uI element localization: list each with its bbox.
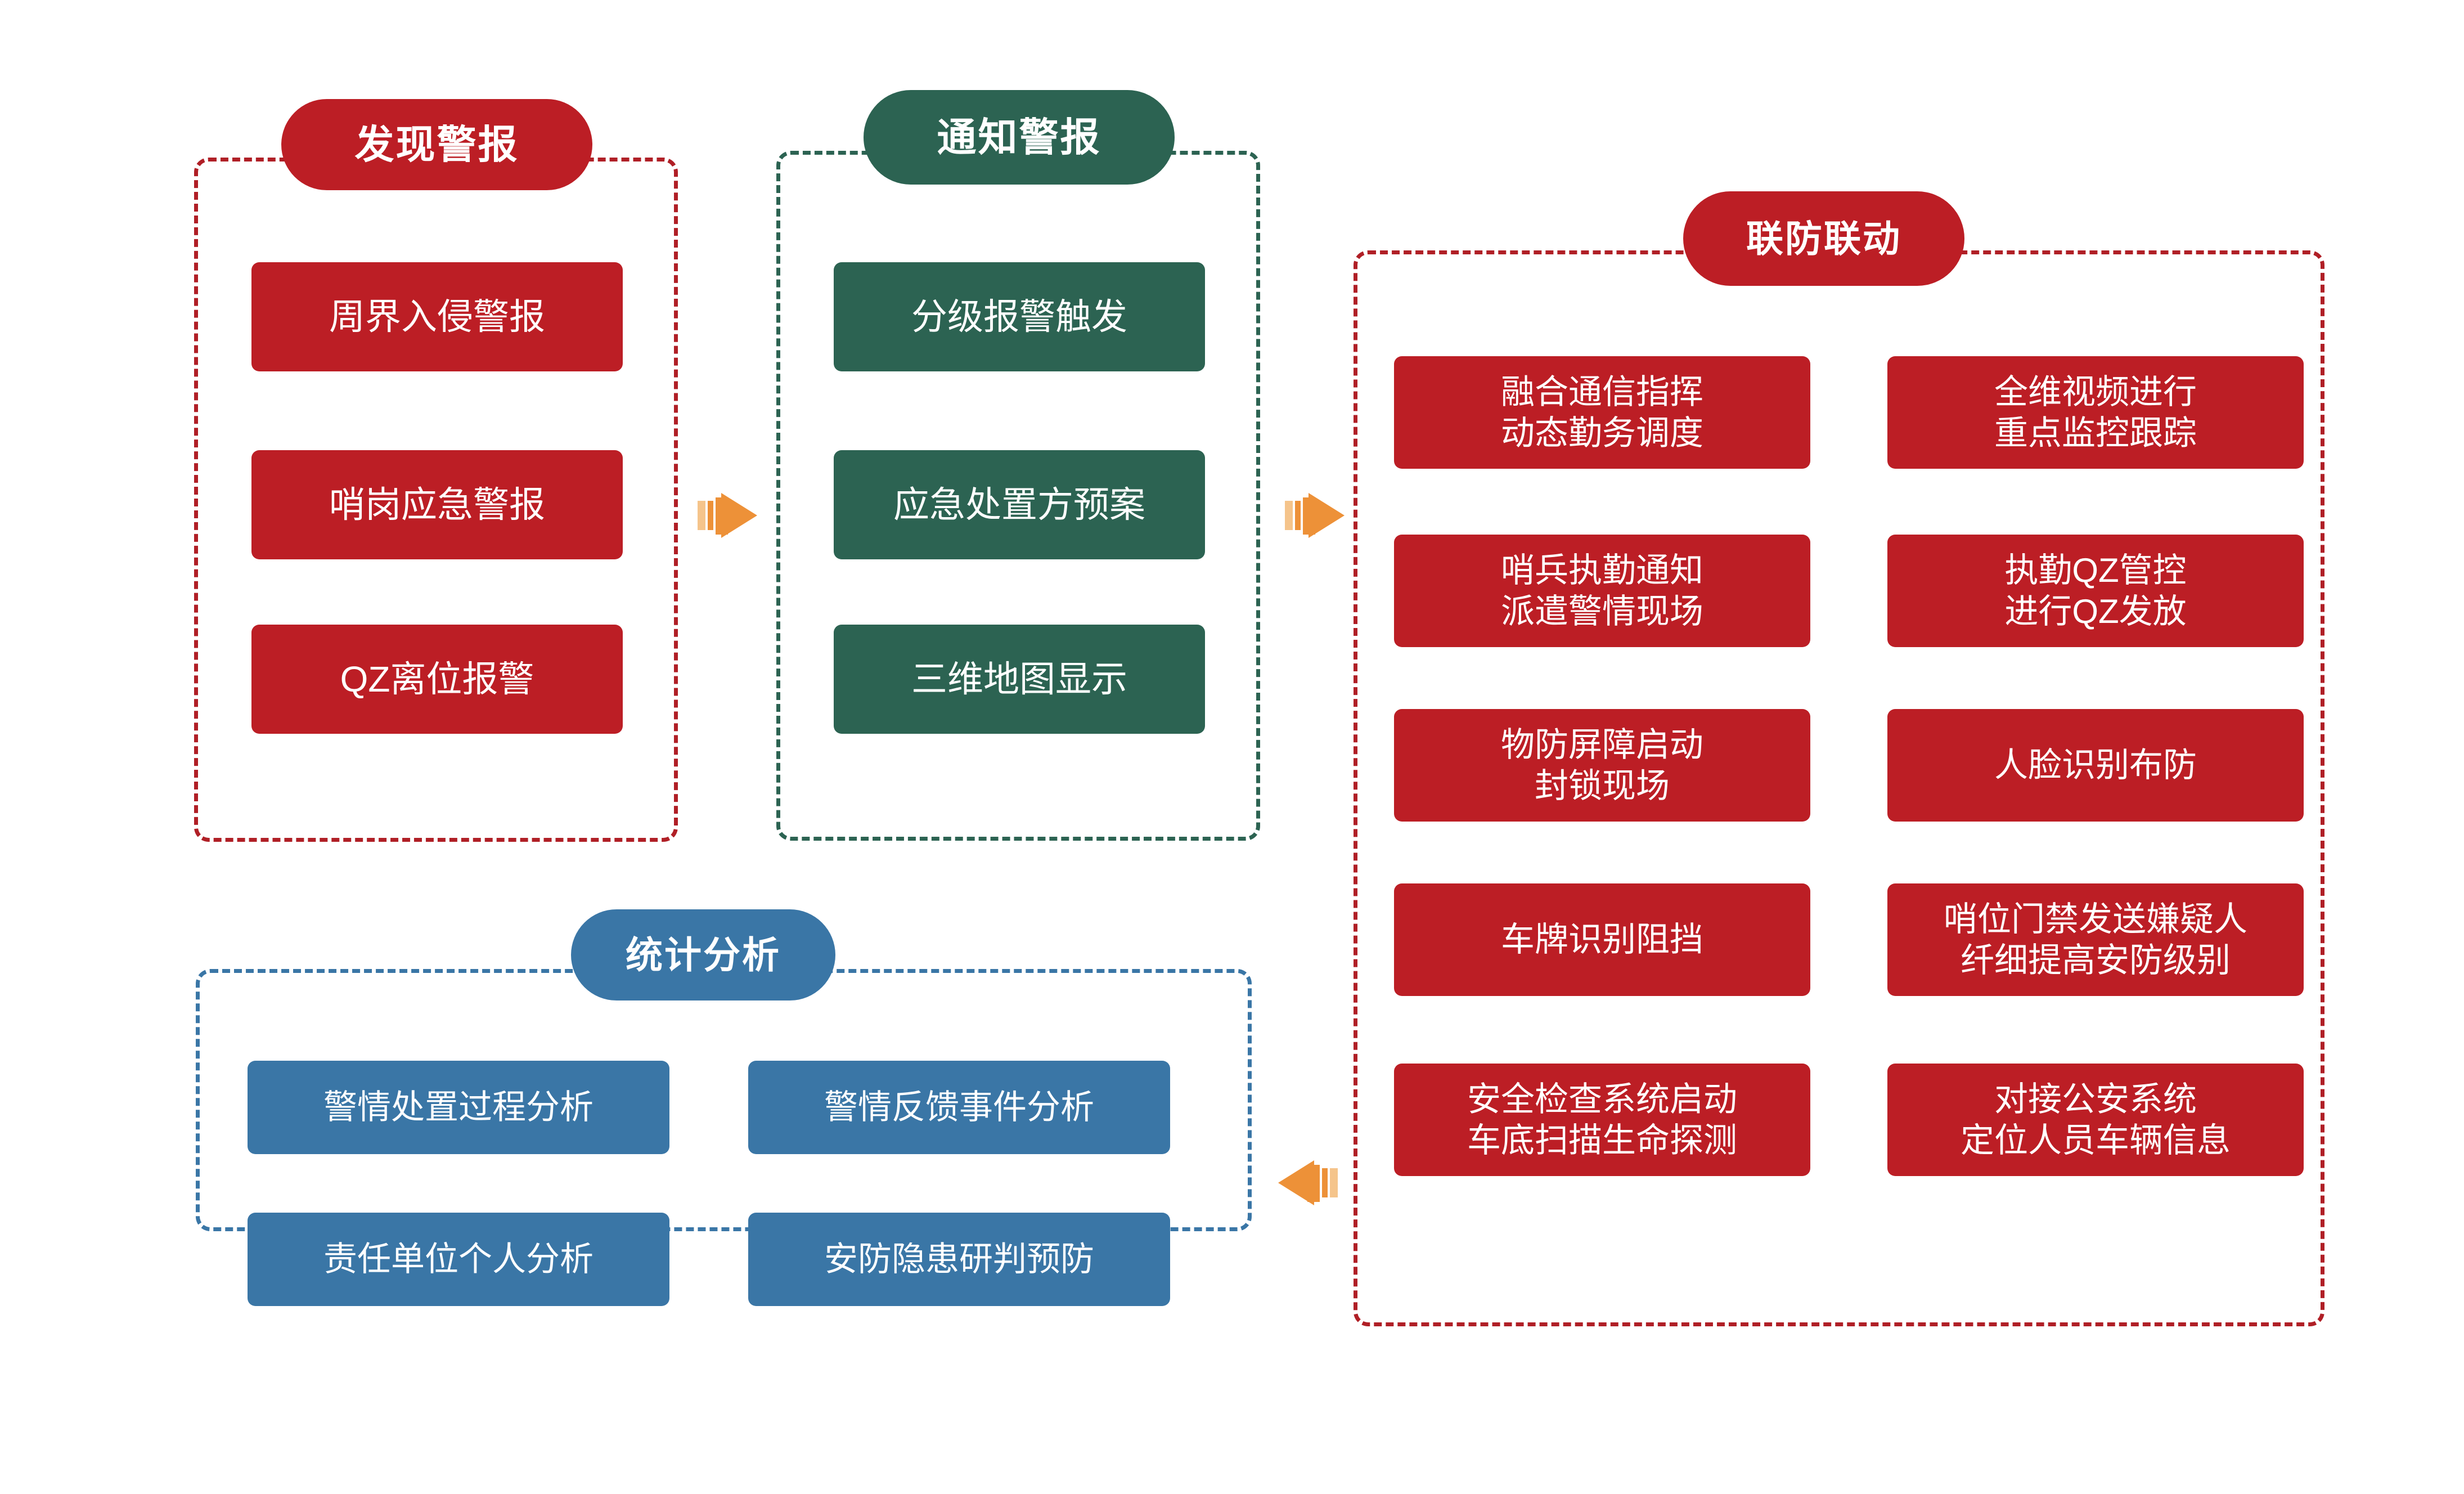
card-detect-2[interactable]: QZ离位报警 [251, 625, 623, 734]
card-stats-right-1[interactable]: 安防隐患研判预防 [748, 1213, 1170, 1306]
card-joint-left-4[interactable]: 安全检查系统启动 车底扫描生命探测 [1394, 1064, 1810, 1176]
card-joint-left-0[interactable]: 融合通信指挥 动态勤务调度 [1394, 356, 1810, 469]
card-joint-right-1[interactable]: 执勤QZ管控 进行QZ发放 [1887, 535, 2304, 647]
card-stats-left-1[interactable]: 责任单位个人分析 [248, 1213, 669, 1306]
arrow-right-icon-notify-to-joint [1284, 485, 1351, 550]
card-stats-right-0[interactable]: 警情反馈事件分析 [748, 1061, 1170, 1154]
arrow-right-icon-detect-to-notify [696, 485, 764, 550]
card-detect-1[interactable]: 哨岗应急警报 [251, 450, 623, 559]
panel-title-joint: 联防联动 [1683, 191, 1964, 286]
card-joint-right-0[interactable]: 全维视频进行 重点监控跟踪 [1887, 356, 2304, 469]
card-detect-0[interactable]: 周界入侵警报 [251, 262, 623, 371]
panel-title-notify: 通知警报 [864, 90, 1175, 185]
arrow-left-icon-joint-to-stats [1271, 1152, 1339, 1217]
card-notify-0[interactable]: 分级报警触发 [834, 262, 1205, 371]
card-joint-left-2[interactable]: 物防屏障启动 封锁现场 [1394, 709, 1810, 822]
card-stats-left-0[interactable]: 警情处置过程分析 [248, 1061, 669, 1154]
card-joint-right-2[interactable]: 人脸识别布防 [1887, 709, 2304, 822]
card-joint-left-1[interactable]: 哨兵执勤通知 派遣警情现场 [1394, 535, 1810, 647]
panel-title-detect: 发现警报 [281, 99, 592, 190]
card-joint-left-3[interactable]: 车牌识别阻挡 [1394, 883, 1810, 996]
card-joint-right-3[interactable]: 哨位门禁发送嫌疑人 纤细提高安防级别 [1887, 883, 2304, 996]
card-joint-right-4[interactable]: 对接公安系统 定位人员车辆信息 [1887, 1064, 2304, 1176]
card-notify-2[interactable]: 三维地图显示 [834, 625, 1205, 734]
panel-title-stats: 统计分析 [571, 909, 835, 1001]
card-notify-1[interactable]: 应急处置方预案 [834, 450, 1205, 559]
